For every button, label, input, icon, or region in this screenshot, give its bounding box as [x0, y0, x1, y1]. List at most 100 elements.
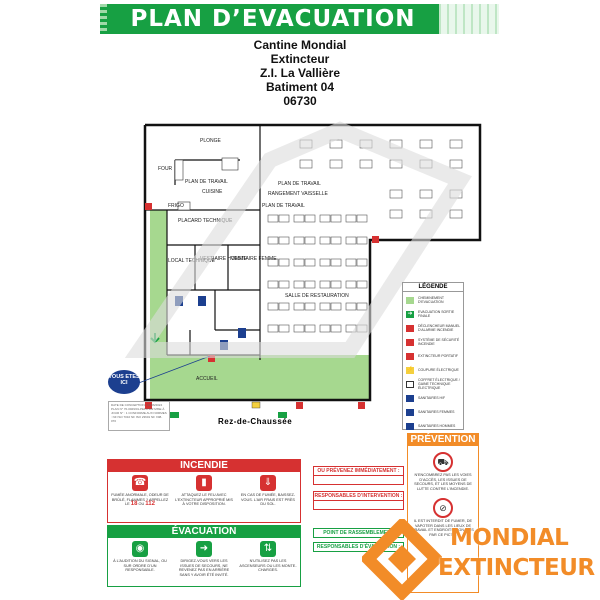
dining-table	[278, 258, 290, 267]
sanitary-icon	[198, 296, 206, 306]
dining-table	[319, 258, 331, 267]
legend-item: SANITAIRES HOMMES	[403, 420, 463, 432]
sanitary-icon	[406, 394, 414, 402]
incendie-step: ▮ ATTAQUEZ LE FEU AVEC L’EXTINCTEUR APPR…	[175, 475, 233, 506]
room-plan-travail-3: PLAN DE TRAVAIL	[262, 203, 305, 209]
dining-table	[293, 236, 305, 245]
extinguisher-icon	[358, 402, 365, 409]
dining-table	[449, 209, 463, 219]
dining-table	[304, 302, 316, 311]
dining-table	[345, 236, 357, 245]
dining-table	[419, 209, 433, 219]
dining-table	[278, 236, 290, 245]
contact-responsables: RESPONSABLES D’INTERVENTION :	[313, 491, 404, 501]
dining-table	[359, 159, 373, 169]
crouch-icon: ⇓	[260, 475, 276, 491]
dining-table	[304, 258, 316, 267]
room-vestiaire-femme: VESTIAIRE FEMME	[231, 256, 277, 262]
contact-immediate: OU PRÉVENEZ IMMÉDIATEMENT :	[313, 466, 404, 476]
extinguisher-icon	[406, 352, 414, 360]
legend-item: ⚡COUPURE ÉLECTRIQUE	[406, 366, 459, 374]
sanitary-icon	[175, 296, 183, 306]
dining-table	[330, 258, 342, 267]
exit-icon: ➜	[406, 310, 414, 318]
dining-table	[345, 214, 357, 223]
legend: LÉGENDE CHEMINEMENT D’EVACUATION ➜EVACUA…	[402, 282, 464, 430]
dining-table	[330, 280, 342, 289]
legend-item: ➜EVACUATION SORTIE FINALE	[406, 310, 455, 318]
dining-table	[345, 280, 357, 289]
dining-table	[389, 139, 403, 149]
dining-table	[293, 214, 305, 223]
dining-table	[356, 302, 368, 311]
evacuation-route-main	[167, 355, 370, 400]
dining-table	[278, 214, 290, 223]
dining-table	[356, 258, 368, 267]
dining-table	[356, 236, 368, 245]
legend-item: COFFRET ÉLECTRIQUE / GAINE TECHNIQUE ÉLE…	[403, 378, 463, 390]
prevention-title: PRÉVENTION	[408, 434, 478, 446]
legend-item: SYSTÈME DE SÉCURITÉ INCENDIE	[403, 336, 463, 348]
prevention-panel: PRÉVENTION ⛟ N’ENCOMBREZ PAS LES VOIES D…	[407, 433, 479, 593]
dining-table	[293, 258, 305, 267]
dining-table	[304, 236, 316, 245]
dining-table	[329, 159, 343, 169]
header-decor-left	[100, 4, 107, 34]
page-title: PLAN D’EVACUATION	[107, 4, 439, 34]
route-swatch-icon	[406, 296, 414, 304]
evacuation-panel: ÉVACUATION ◉ À L’AUDITION DU SIGNAL, OU …	[107, 525, 301, 587]
dining-table	[345, 258, 357, 267]
dining-table	[299, 139, 313, 149]
extinguisher-icon	[145, 402, 152, 409]
dining-table	[449, 189, 463, 199]
contacts-panel: OU PRÉVENEZ IMMÉDIATEMENT : RESPONSABLES…	[313, 460, 404, 590]
alarm-icon	[406, 324, 414, 332]
dining-table	[319, 280, 331, 289]
alarm-signal-icon: ◉	[132, 541, 148, 557]
exit-door-icon: ➜	[196, 541, 212, 557]
legend-item: EXTINCTEUR PORTATIF	[403, 350, 463, 362]
site-building: Batiment 04	[265, 80, 335, 94]
dining-table	[419, 139, 433, 149]
dining-table	[449, 139, 463, 149]
floor-plan: PLONGE FOUR PLAN DE TRAVAIL CUISINE PLAN…	[135, 123, 482, 418]
evacuation-step: ➜ DIRIGEZ-VOUS VERS LES ISSUES DE SECOUR…	[178, 541, 230, 577]
dining-table	[267, 302, 279, 311]
dining-table	[389, 159, 403, 169]
ssi-icon	[406, 338, 414, 346]
dining-table	[293, 302, 305, 311]
site-postcode: 06730	[283, 94, 317, 108]
legend-item: DÉCLENCHEUR MANUEL D’ALARME INCENDIE	[403, 322, 463, 334]
dining-table	[304, 214, 316, 223]
site-name: Cantine Mondial	[253, 38, 347, 52]
incendie-panel: INCENDIE ☎ FUMÉE ANORMALE, ODEUR DE BRÛL…	[107, 459, 301, 523]
electric-cutoff-icon: ⚡	[406, 366, 414, 374]
dining-table	[267, 236, 279, 245]
dining-table	[319, 236, 331, 245]
dining-table	[293, 280, 305, 289]
dining-table	[330, 236, 342, 245]
prevention-item: ⛟ N’ENCOMBREZ PAS LES VOIES D’ACCÈS, LES…	[408, 452, 478, 492]
dining-table	[278, 302, 290, 311]
prevention-item: ⊘ IL EST INTERDIT DE FUMER, DE VAPOTER D…	[408, 498, 478, 538]
dining-table	[389, 209, 403, 219]
you-are-here-pointer	[135, 355, 211, 385]
extinguisher-icon	[145, 203, 152, 210]
contact-line	[313, 501, 404, 510]
sanitary-men-icon	[406, 422, 414, 430]
contact-line	[313, 476, 404, 485]
sanitary-icon	[220, 340, 228, 350]
incendie-title: INCENDIE	[108, 460, 300, 472]
brand-diamond-icon	[362, 519, 442, 600]
room-plonge: PLONGE	[200, 138, 222, 144]
no-elevator-icon: ⇅	[260, 541, 276, 557]
site-area: Z.I. La Vallière	[259, 66, 341, 80]
room-four: FOUR	[158, 166, 173, 172]
header-decor-right	[439, 4, 499, 34]
no-smoking-icon: ⊘	[433, 498, 453, 518]
legend-item: SANITAIRES FEMMES	[403, 406, 463, 418]
dining-table	[345, 324, 357, 333]
sanitary-women-icon	[406, 408, 414, 416]
dining-table	[319, 324, 331, 333]
extinguisher-icon	[372, 236, 379, 243]
